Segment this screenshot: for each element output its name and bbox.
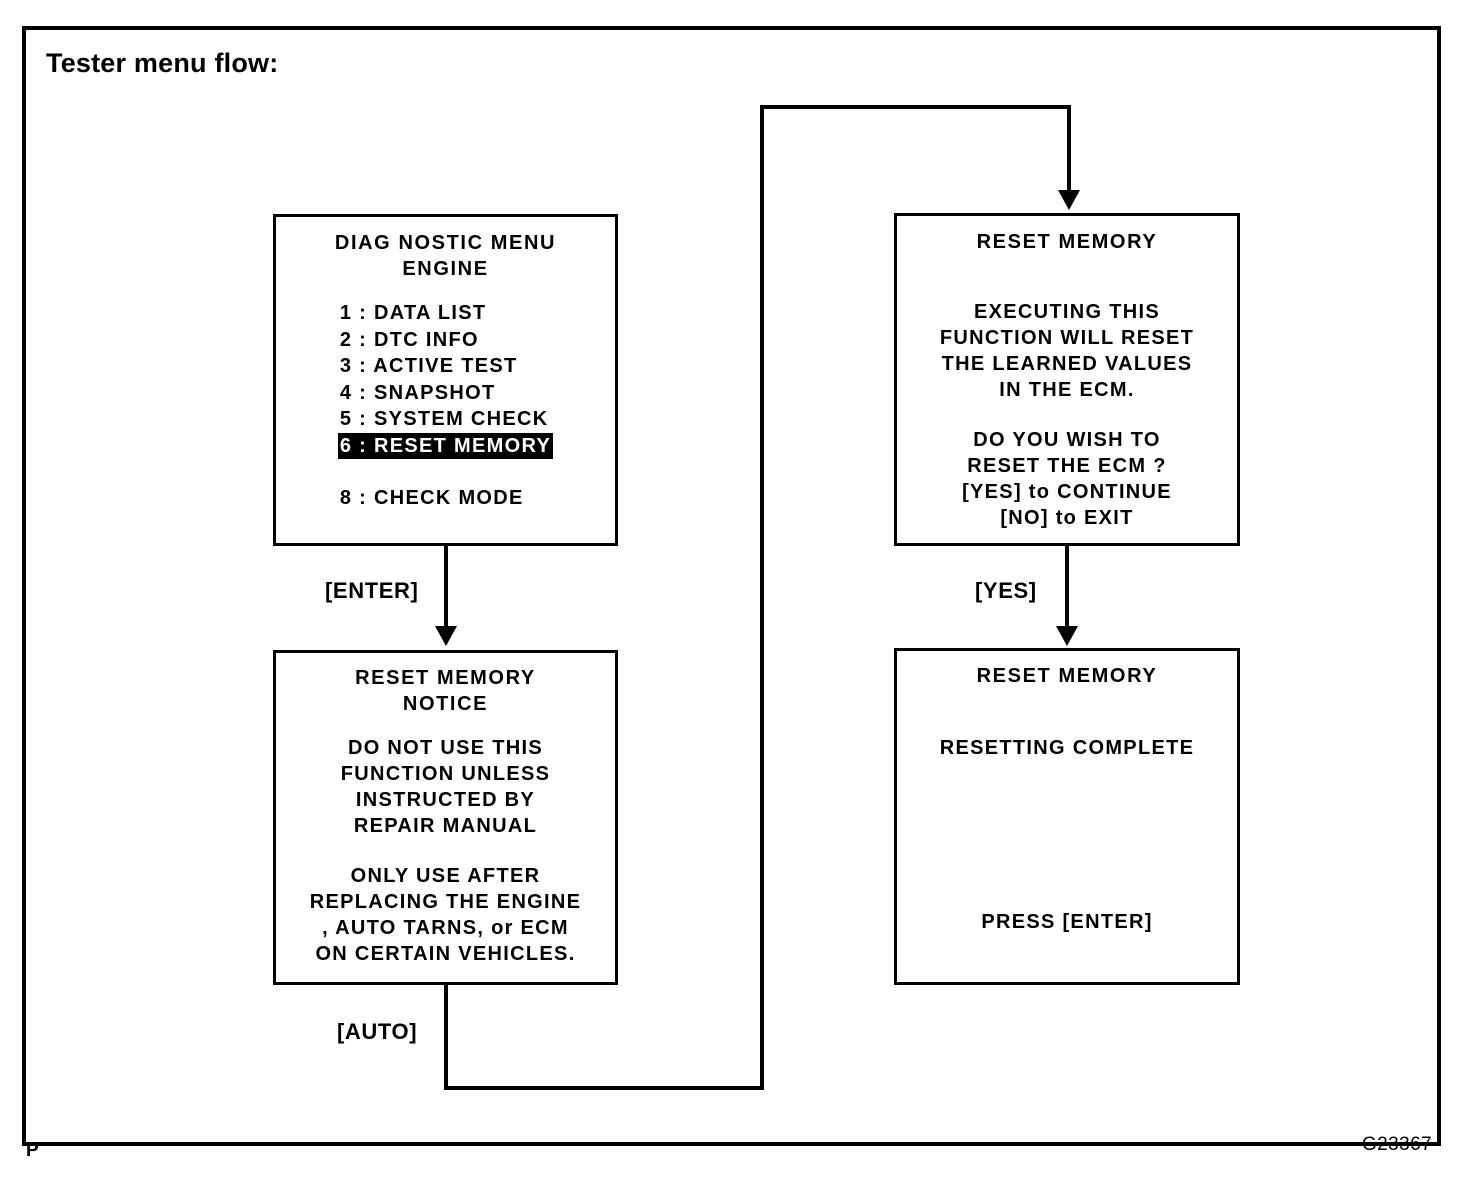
- reset-complete-header: RESET MEMORY: [897, 651, 1237, 689]
- reset-complete-status: RESETTING COMPLETE: [939, 737, 1195, 759]
- connector-auto-into-confirm: [1067, 105, 1071, 190]
- menu-item-active-test[interactable]: 3 : ACTIVE TEST: [339, 355, 518, 377]
- reset-confirm-p1-line1: EXECUTING THIS: [974, 301, 1160, 323]
- reset-complete-title: RESET MEMORY: [976, 665, 1158, 687]
- connector-auto-arrowhead: [1058, 190, 1080, 210]
- connector-auto-top-across: [760, 105, 1071, 109]
- reset-confirm-p1-line4: IN THE ECM.: [999, 379, 1135, 401]
- menu-gap: [338, 459, 553, 485]
- spacer: [897, 403, 1237, 427]
- reset-notice-p1-line2: FUNCTION UNLESS: [340, 763, 551, 785]
- reset-notice-p1-line3: INSTRUCTED BY: [355, 789, 536, 811]
- reset-notice-title-line2: NOTICE: [402, 693, 489, 715]
- reset-confirm-question-line1: DO YOU WISH TO: [973, 429, 1161, 451]
- screen-reset-memory-notice: RESET MEMORY NOTICE DO NOT USE THIS FUNC…: [273, 650, 618, 985]
- reset-confirm-question-line2: RESET THE ECM ?: [967, 455, 1167, 477]
- corner-flag-mark: P: [26, 1140, 39, 1161]
- connector-enter-arrowhead: [435, 626, 457, 646]
- reset-confirm-no-option[interactable]: [NO] to EXIT: [1000, 507, 1134, 529]
- reset-notice-p2-line2: REPLACING THE ENGINE: [309, 891, 582, 913]
- connector-yes-line: [1065, 546, 1069, 626]
- connector-enter-line: [444, 546, 448, 626]
- reset-confirm-header: RESET MEMORY: [897, 216, 1237, 255]
- reset-notice-header: RESET MEMORY NOTICE: [276, 653, 615, 717]
- menu-item-check-mode[interactable]: 8 : CHECK MODE: [339, 487, 524, 509]
- reset-confirm-title: RESET MEMORY: [976, 231, 1158, 253]
- menu-item-system-check[interactable]: 5 : SYSTEM CHECK: [339, 408, 549, 430]
- spacer: [276, 717, 615, 735]
- spacer: [897, 255, 1237, 299]
- reset-notice-title-line1: RESET MEMORY: [355, 667, 536, 689]
- connector-auto-up: [760, 105, 764, 1090]
- edge-label-yes: [YES]: [975, 578, 1037, 603]
- screen-reset-memory-confirm: RESET MEMORY EXECUTING THIS FUNCTION WIL…: [894, 213, 1240, 546]
- reset-notice-paragraph-2: ONLY USE AFTER REPLACING THE ENGINE , AU…: [276, 863, 615, 967]
- connector-auto-down: [444, 985, 448, 1090]
- connector-yes-arrowhead: [1056, 626, 1078, 646]
- figure-id: G23367: [1361, 1134, 1432, 1155]
- screen-diagnostic-menu: DIAG NOSTIC MENU ENGINE 1 : DATA LIST 2 …: [273, 214, 618, 546]
- menu-item-dtc-info[interactable]: 2 : DTC INFO: [339, 328, 479, 351]
- reset-complete-prompt: PRESS [ENTER]: [981, 911, 1153, 933]
- reset-confirm-p1-line2: FUNCTION WILL RESET: [939, 327, 1195, 349]
- menu-item-reset-memory-selected[interactable]: 6 : RESET MEMORY: [337, 432, 554, 459]
- reset-notice-paragraph-1: DO NOT USE THIS FUNCTION UNLESS INSTRUCT…: [276, 735, 615, 839]
- page-title: Tester menu flow:: [46, 48, 279, 78]
- reset-confirm-yes-option[interactable]: [YES] to CONTINUE: [962, 481, 1172, 503]
- reset-notice-p1-line4: REPAIR MANUAL: [353, 815, 538, 837]
- menu-item-snapshot[interactable]: 4 : SNAPSHOT: [339, 381, 496, 404]
- reset-notice-p2-line3: , AUTO TARNS, or ECM: [322, 917, 569, 939]
- edge-label-auto: [AUTO]: [337, 1019, 418, 1044]
- connector-auto-right: [444, 1086, 764, 1090]
- reset-confirm-p1-line3: THE LEARNED VALUES: [941, 353, 1193, 375]
- reset-confirm-paragraph-2: DO YOU WISH TO RESET THE ECM ? [YES] to …: [897, 427, 1237, 531]
- diagnostic-menu-header: DIAG NOSTIC MENU ENGINE: [276, 217, 615, 282]
- diagnostic-menu-title-line2: ENGINE: [402, 258, 489, 280]
- spacer: [897, 689, 1237, 735]
- menu-item-data-list[interactable]: 1 : DATA LIST: [339, 302, 487, 324]
- edge-label-enter: [ENTER]: [325, 578, 419, 603]
- reset-notice-p2-line1: ONLY USE AFTER: [350, 865, 541, 887]
- diagnostic-menu-list: 1 : DATA LIST 2 : DTC INFO 3 : ACTIVE TE…: [337, 300, 554, 512]
- spacer: [897, 761, 1237, 909]
- page-border: [22, 26, 1441, 1146]
- reset-confirm-paragraph-1: EXECUTING THIS FUNCTION WILL RESET THE L…: [897, 299, 1237, 403]
- reset-notice-p1-line1: DO NOT USE THIS: [347, 737, 544, 759]
- screen-resetting-complete: RESET MEMORY RESETTING COMPLETE PRESS [E…: [894, 648, 1240, 985]
- spacer: [276, 839, 615, 863]
- diagnostic-menu-title-line1: DIAG NOSTIC MENU: [334, 232, 557, 254]
- reset-notice-p2-line4: ON CERTAIN VEHICLES.: [315, 943, 576, 965]
